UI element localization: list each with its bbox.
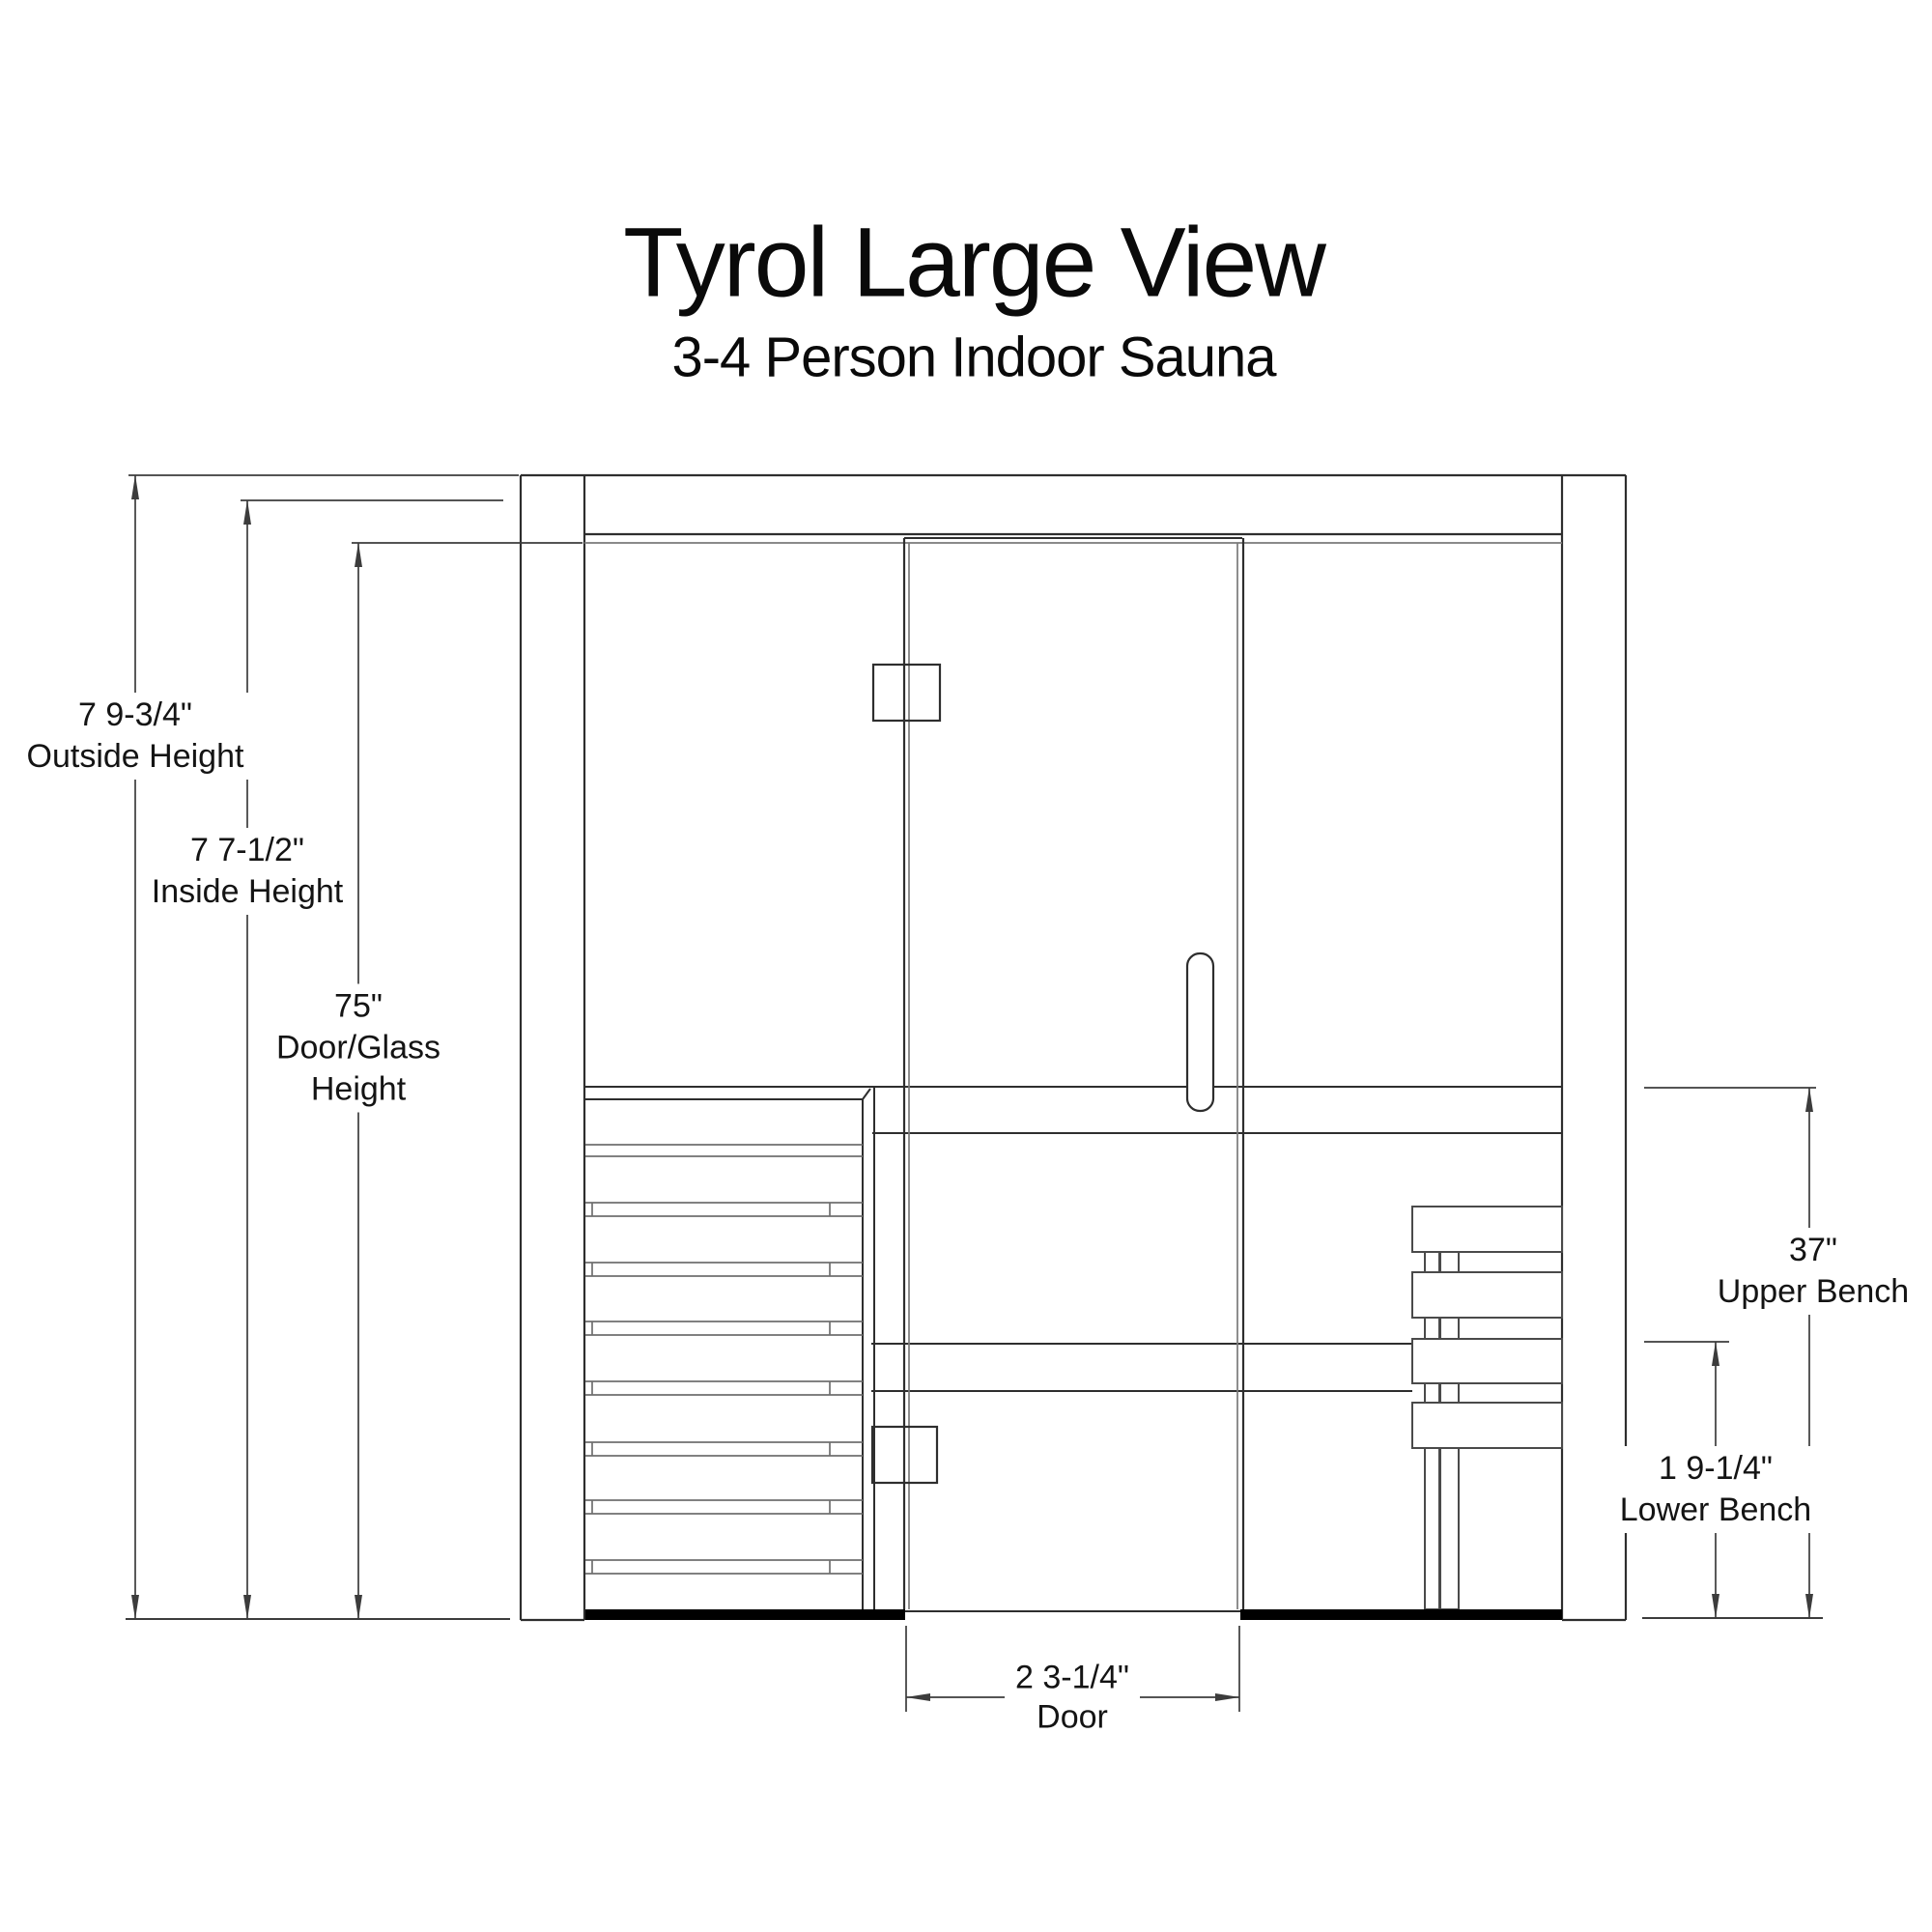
door-hinge-upper [871, 663, 942, 723]
dim-outside-height: 7 9-3/4" Outside Height [18, 693, 252, 780]
dim-inside-height: 7 7-1/2" Inside Height [143, 828, 352, 915]
dim-outside-height-value: 7 9-3/4" [78, 696, 192, 733]
left-slatted-panel [585, 1088, 875, 1609]
floor-strip-right [1240, 1609, 1562, 1620]
bench-leg [1439, 1447, 1460, 1610]
dim-door-glass-height-label2: Height [310, 1070, 407, 1108]
bench-leg [1424, 1447, 1440, 1610]
dim-door-width-label: Door [1037, 1698, 1108, 1736]
dim-door-glass-height-label1: Door/Glass [275, 1029, 441, 1066]
sauna-frame [519, 473, 1628, 1622]
page-title: Tyrol Large View [623, 207, 1326, 318]
dim-outside-height-label: Outside Height [26, 738, 244, 775]
page-subtitle: 3-4 Person Indoor Sauna [671, 326, 1276, 389]
dim-upper-bench-label: Upper Bench [1717, 1273, 1910, 1310]
bench-board [1411, 1206, 1563, 1253]
dim-inside-height-value: 7 7-1/2" [190, 832, 304, 868]
dim-door-width-value: 2 3-1/4" [1015, 1659, 1129, 1696]
bench-board [1411, 1271, 1563, 1319]
dim-door-glass-height: 75" Door/Glass Height [268, 983, 449, 1113]
right-bench [1411, 1206, 1563, 1610]
door-hinge-lower [870, 1425, 939, 1485]
dim-door-glass-height-value: 75" [334, 987, 383, 1025]
interior-bench-lines [584, 1086, 1562, 1392]
glass-door [870, 537, 1245, 1609]
floor-strip-left [585, 1609, 905, 1620]
door-handle [1185, 952, 1215, 1113]
dim-lower-bench: 1 9-1/4" Lower Bench [1611, 1446, 1820, 1533]
dim-inside-height-label: Inside Height [151, 873, 344, 910]
bench-board [1411, 1338, 1563, 1384]
dim-lower-bench-label: Lower Bench [1619, 1492, 1812, 1528]
floor [126, 1609, 1823, 1620]
dim-upper-bench: 37" Upper Bench [1709, 1228, 1918, 1315]
dim-lower-bench-value: 1 9-1/4" [1659, 1450, 1773, 1487]
bench-board [1411, 1402, 1563, 1449]
dim-upper-bench-value: 37" [1789, 1232, 1837, 1268]
